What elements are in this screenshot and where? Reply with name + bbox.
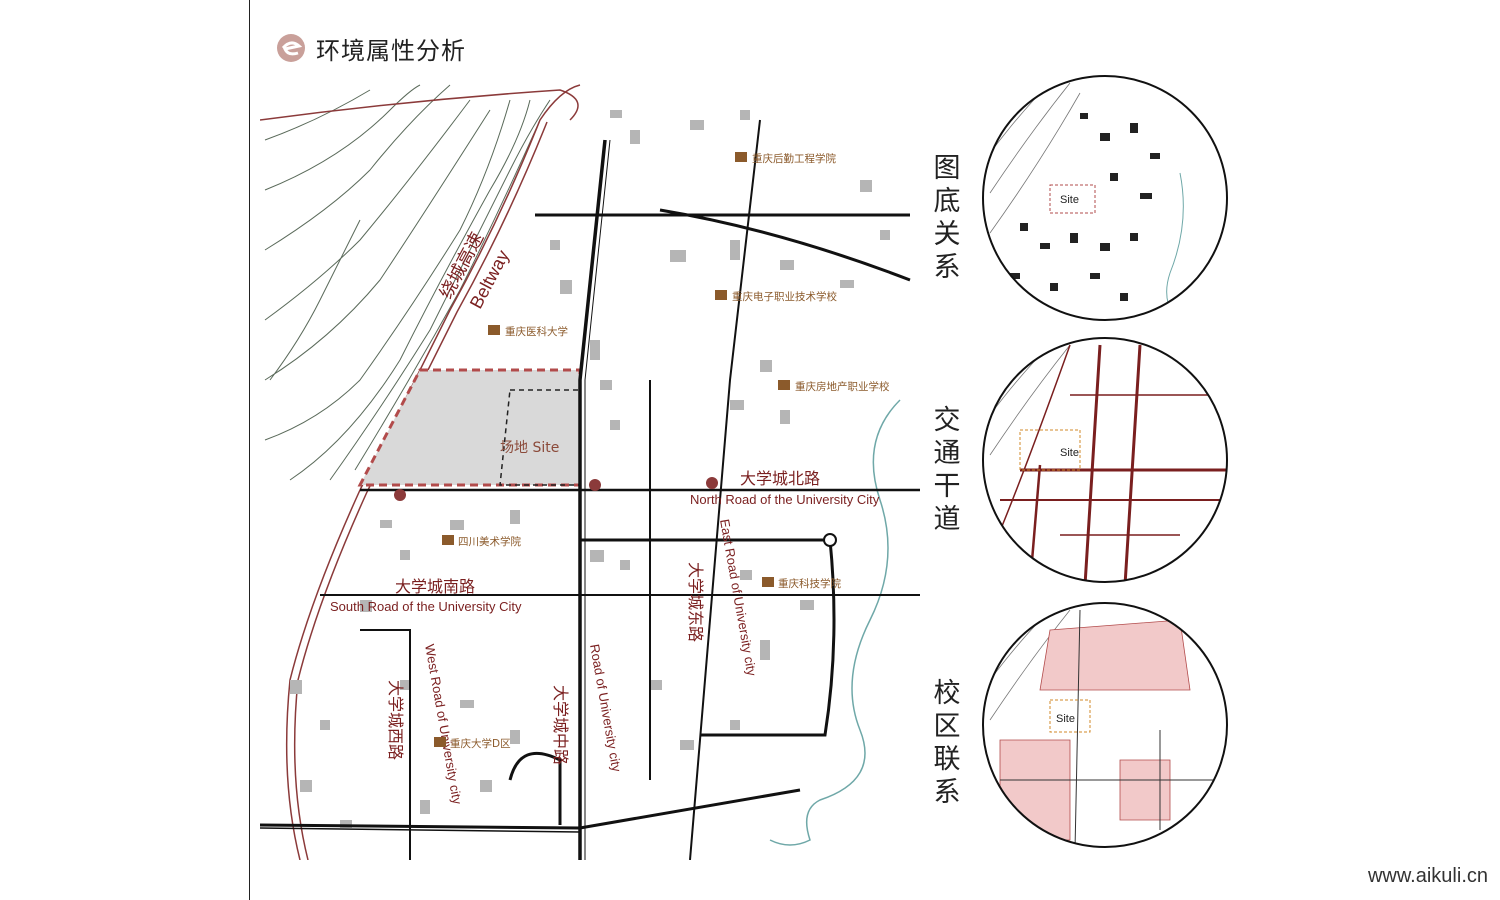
campus-label: 重庆大学D区	[450, 737, 511, 750]
south-road-label-en: South Road of the University City	[330, 599, 522, 614]
campus-label: 重庆房地产职业学校	[795, 380, 890, 393]
main-map: 场地 Site	[260, 84, 920, 860]
page-title: 环境属性分析	[316, 36, 466, 65]
inset-traffic-arteries: Site	[982, 337, 1228, 583]
south-road-label-zh: 大学城南路	[395, 578, 475, 596]
major-roads	[260, 119, 920, 860]
contour-lines	[264, 84, 551, 481]
inset-campus-links: Site	[982, 602, 1228, 848]
west-road-label-en: West Road of University city	[422, 643, 465, 806]
site-label: 场地 Site	[500, 440, 559, 456]
left-divider	[249, 0, 250, 900]
inset-figure-ground: Site	[982, 75, 1228, 321]
watermark: www.aikuli.cn	[1367, 865, 1488, 887]
middle-road-label-zh: 大学城中路	[551, 685, 569, 765]
metro-station-icon	[394, 477, 718, 501]
campus-label: 重庆科技学院	[778, 577, 841, 590]
campus-label: 重庆后勤工程学院	[752, 152, 836, 165]
north-road-label-en: North Road of the University City	[690, 492, 880, 507]
river	[769, 399, 901, 846]
east-road-label-en: East Road of University city	[717, 518, 759, 678]
inset-label: 交通干道	[933, 405, 961, 535]
roundabout-marker	[823, 533, 837, 547]
west-road-label-zh: 大学城西路	[386, 680, 404, 760]
north-road-label-zh: 大学城北路	[740, 470, 820, 488]
east-road-label-zh: 大学城东路	[686, 562, 704, 642]
inset-label: 图底关系	[933, 153, 961, 283]
inset-label: 校区联系	[933, 678, 961, 808]
campus-label: 四川美术学院	[458, 535, 521, 548]
header: 环境属性分析	[276, 30, 466, 66]
inset-site-label: Site	[1056, 713, 1075, 725]
logo-icon	[277, 34, 305, 62]
campus-label: 重庆电子职业技术学校	[732, 290, 837, 303]
middle-road-label-en: Road of University city	[587, 643, 624, 773]
building-blocks	[290, 110, 890, 828]
campus-label: 重庆医科大学	[505, 325, 568, 338]
campus-icons	[434, 152, 790, 747]
inset-site-label: Site	[1060, 194, 1079, 206]
inset-site-label: Site	[1060, 447, 1079, 459]
